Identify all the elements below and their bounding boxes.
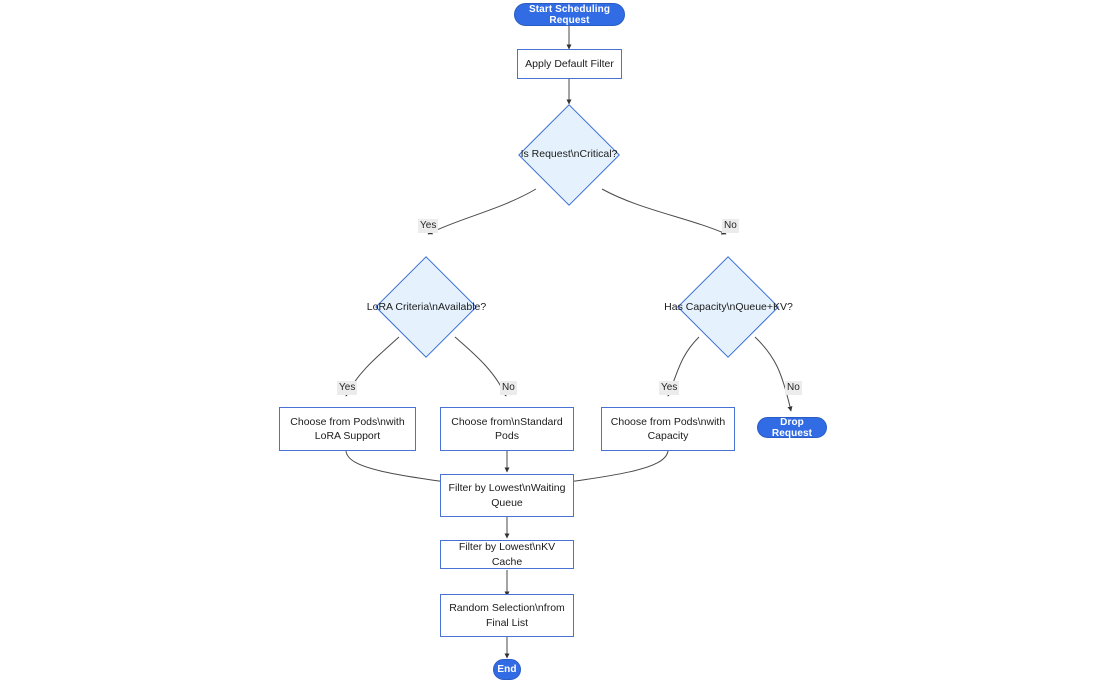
edge-capacity-to-drop	[754, 336, 793, 412]
node-lora-criteria-available[interactable]: LoRA Criteria\nAvailable?	[365, 256, 488, 359]
node-start-label: Start Scheduling Request	[528, 3, 611, 26]
edge-label-lora-yes: Yes	[337, 381, 358, 395]
node-drop-request-label: Drop Request	[771, 416, 813, 439]
node-end[interactable]: End	[493, 659, 521, 680]
edge-label-capacity-yes: Yes	[659, 381, 680, 395]
node-filter-kv-cache[interactable]: Filter by Lowest\nKV Cache	[440, 540, 574, 569]
edge-label-lora-no: No	[500, 381, 517, 395]
node-filter-waiting-queue[interactable]: Filter by Lowest\nWaiting Queue	[440, 474, 574, 517]
node-choose-capacity-pods-label: Choose from Pods\nwith Capacity	[610, 415, 726, 442]
edge-label-critical-yes: Yes	[418, 219, 439, 233]
node-is-request-critical-label: Is Request\nCritical?	[520, 148, 618, 161]
node-lora-criteria-available-label: LoRA Criteria\nAvailable?	[366, 300, 487, 313]
node-end-label: End	[497, 664, 517, 675]
node-has-capacity-queue-kv-label: Has Capacity\nQueue+KV?	[664, 300, 793, 313]
node-filter-kv-cache-label: Filter by Lowest\nKV Cache	[458, 541, 556, 568]
edge-critical-to-lora	[427, 188, 537, 235]
node-choose-lora-pods-label: Choose from Pods\nwith LoRA Support	[290, 415, 405, 442]
node-choose-standard-pods[interactable]: Choose from\nStandard Pods	[440, 407, 574, 451]
node-choose-capacity-pods[interactable]: Choose from Pods\nwith Capacity	[601, 407, 735, 451]
edge-label-capacity-no: No	[785, 381, 802, 395]
node-is-request-critical[interactable]: Is Request\nCritical?	[518, 104, 620, 206]
node-drop-request[interactable]: Drop Request	[757, 416, 827, 439]
edge-critical-to-capacity	[601, 188, 727, 235]
node-random-selection-label: Random Selection\nfrom Final List	[449, 602, 565, 629]
node-filter-waiting-queue-label: Filter by Lowest\nWaiting Queue	[448, 482, 566, 509]
node-apply-default-filter[interactable]: Apply Default Filter	[517, 49, 622, 79]
edge-label-critical-no: No	[722, 219, 739, 233]
node-start[interactable]: Start Scheduling Request	[514, 3, 625, 26]
node-choose-standard-pods-label: Choose from\nStandard Pods	[451, 415, 563, 442]
node-has-capacity-queue-kv[interactable]: Has Capacity\nQueue+KV?	[664, 256, 793, 359]
node-choose-lora-pods[interactable]: Choose from Pods\nwith LoRA Support	[279, 407, 416, 451]
node-random-selection[interactable]: Random Selection\nfrom Final List	[440, 594, 574, 637]
node-apply-default-filter-label: Apply Default Filter	[525, 57, 614, 70]
